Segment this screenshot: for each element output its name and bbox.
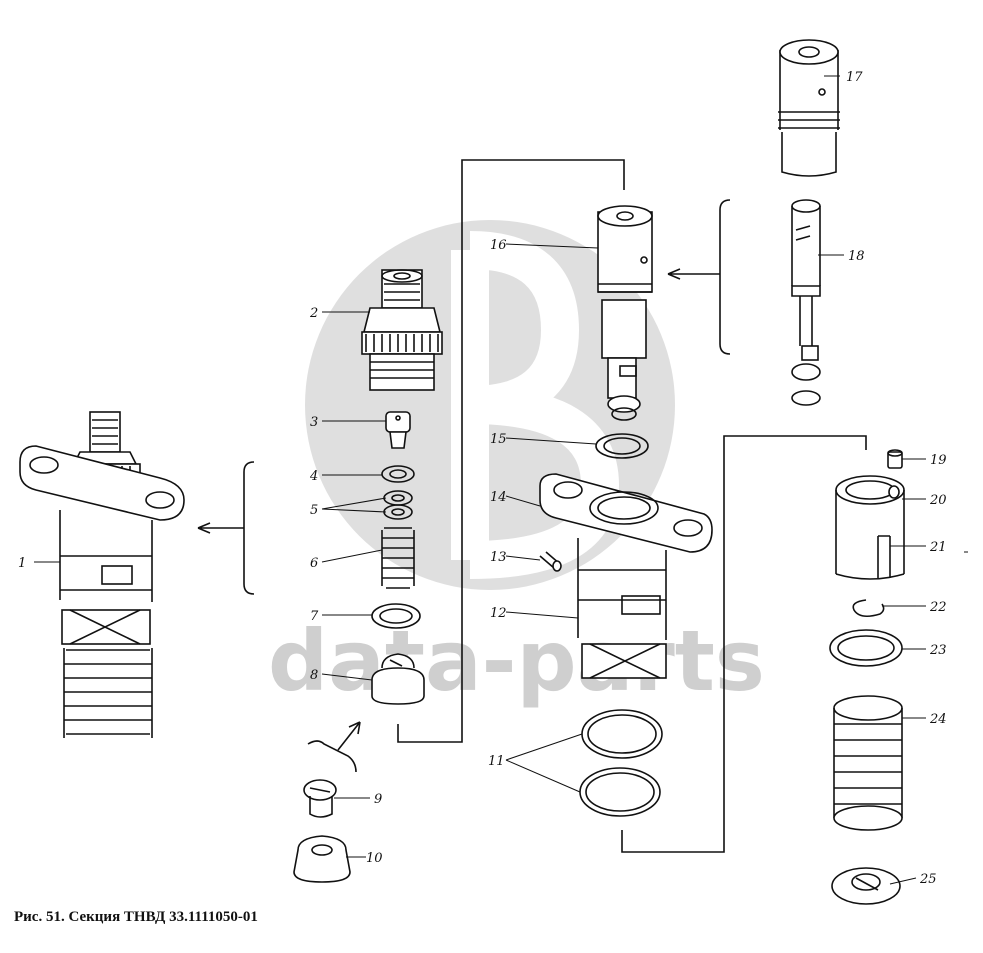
leader-lines — [34, 75, 968, 885]
part-22-circlip — [852, 599, 885, 618]
part-23-washer — [829, 629, 903, 667]
arrow-to-part-8 — [337, 721, 361, 751]
label-part-4: 4 — [309, 469, 318, 484]
watermark-text: data-parts — [268, 612, 765, 710]
label-part-6: 6 — [310, 556, 318, 571]
label-part-7: 7 — [310, 609, 319, 624]
label-part-1: 1 — [18, 556, 26, 571]
label-part-2: 2 — [309, 306, 318, 321]
label-part-23: 23 — [929, 643, 947, 658]
part-11-rings — [579, 709, 663, 817]
label-part-21: 21 — [929, 540, 947, 555]
part-7-washer — [371, 603, 421, 629]
part-2-fitting — [361, 269, 443, 391]
label-part-14: 14 — [490, 490, 507, 505]
bracket-part-1 — [243, 461, 255, 595]
label-part-13: 13 — [490, 550, 507, 565]
label-part-5: 5 — [310, 503, 318, 518]
part-25-spring-seat — [831, 867, 901, 905]
part-20-21-sleeve — [835, 475, 905, 580]
part-14-flange — [539, 473, 713, 553]
part-8-plug — [371, 653, 425, 705]
label-part-16: 16 — [490, 238, 507, 253]
arrow-to-part-16 — [667, 268, 720, 280]
label-part-19: 19 — [930, 453, 947, 468]
figure-caption: Рис. 51. Секция ТНВД 33.1111050-01 — [14, 909, 258, 925]
label-part-10: 10 — [366, 851, 383, 866]
label-part-15: 15 — [490, 432, 507, 447]
group-bracket-left — [397, 159, 625, 743]
label-part-17: 17 — [846, 70, 863, 85]
label-part-18: 18 — [848, 249, 865, 264]
part-4-ring — [381, 465, 415, 483]
part-24-spring — [833, 695, 903, 831]
part-16-plunger-barrel — [597, 205, 653, 421]
part-1-assembled-section — [19, 411, 185, 738]
part-9-screw — [303, 779, 337, 818]
label-part-24: 24 — [929, 712, 947, 727]
part-17-barrel — [778, 39, 840, 177]
label-part-12: 12 — [490, 606, 507, 621]
part-19-pin — [887, 449, 903, 469]
part-3-valve — [385, 411, 411, 449]
part-labels: 1 2 3 4 5 6 7 8 9 10 11 12 13 14 15 16 1… — [18, 70, 947, 887]
label-part-3: 3 — [310, 415, 318, 430]
label-part-9: 9 — [374, 792, 382, 807]
label-part-20: 20 — [929, 493, 947, 508]
bracket-part-9 — [307, 740, 357, 773]
label-part-11: 11 — [488, 754, 505, 769]
part-12-pump-body — [577, 538, 667, 679]
label-part-22: 22 — [929, 600, 947, 615]
label-part-8: 8 — [310, 668, 318, 683]
group-bracket-right — [621, 435, 867, 853]
part-6-spring — [381, 527, 415, 589]
label-part-25: 25 — [919, 872, 937, 887]
bracket-part-18 — [719, 199, 731, 355]
part-13-pin — [539, 551, 562, 572]
arrow-to-part-1 — [197, 522, 244, 534]
part-18-plunger — [791, 199, 821, 406]
part-15-washer — [595, 433, 649, 459]
part-10-cap — [293, 835, 351, 883]
